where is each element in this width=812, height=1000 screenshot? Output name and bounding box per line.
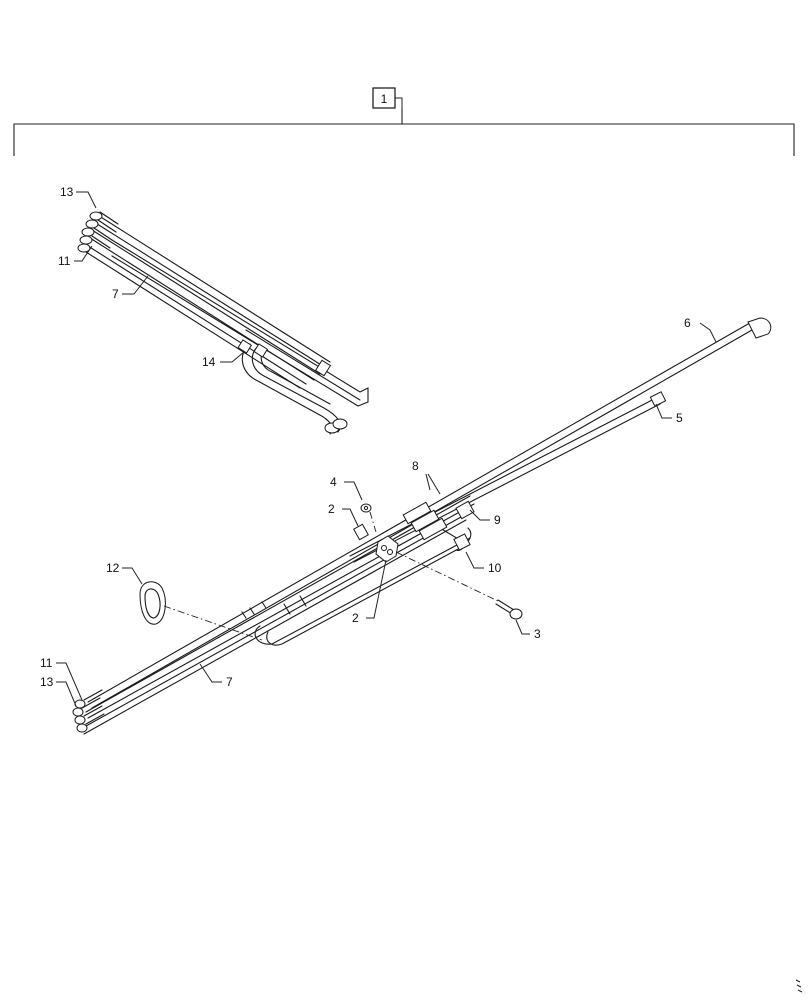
- upper-label-7: 7: [112, 287, 119, 301]
- lower-label-8: 8: [412, 459, 419, 473]
- upper-hose-end-fittings: [77, 211, 119, 253]
- lower-label-10: 10: [488, 561, 502, 575]
- lower-label-13: 13: [40, 675, 54, 689]
- lower-label-3: 3: [534, 627, 541, 641]
- bolt-item-3: [495, 599, 523, 620]
- lower-label-2-top: 2: [328, 502, 335, 516]
- lower-label-7: 7: [226, 675, 233, 689]
- lower-label-11: 11: [40, 656, 53, 670]
- nut-item-4: [360, 503, 372, 513]
- lower-label-9: 9: [494, 513, 501, 527]
- lower-label-12: 12: [106, 561, 120, 575]
- upper-callouts: 13 11 7 14: [58, 185, 245, 369]
- lower-label-5: 5: [676, 411, 683, 425]
- upper-bent-hoses: [237, 339, 348, 435]
- lower-couplings: [353, 500, 475, 541]
- ring-item-12: [139, 581, 166, 625]
- assembly-bracket: 1: [13, 87, 795, 156]
- lower-label-6: 6: [684, 316, 691, 330]
- lower-hose-end-fittings: [72, 689, 105, 733]
- lower-callouts: 6 5 8 9 4 2 10 12 2 3 11 13 7: [40, 316, 717, 707]
- lower-label-2-bottom: 2: [352, 611, 359, 625]
- center-lines: [163, 511, 501, 641]
- assembly-callout-number: 1: [381, 92, 388, 106]
- upper-label-14: 14: [202, 355, 216, 369]
- corner-mark: [795, 979, 803, 993]
- lower-label-4: 4: [330, 475, 337, 489]
- upper-label-11: 11: [58, 254, 71, 268]
- upper-hose-bundle: [77, 211, 369, 435]
- upper-label-13: 13: [60, 185, 74, 199]
- lower-hose-assembly: [72, 317, 772, 735]
